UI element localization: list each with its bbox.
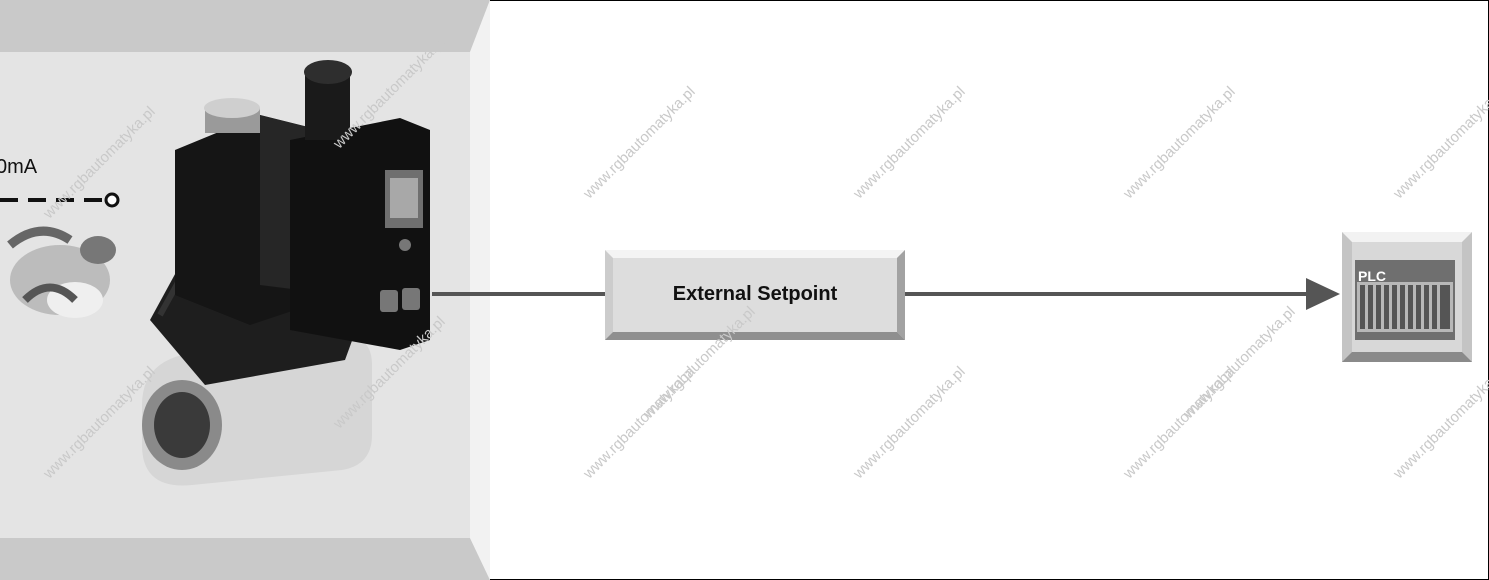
plc-label: PLC bbox=[1358, 268, 1386, 284]
setpoint-box-frame bbox=[605, 250, 905, 340]
external-setpoint-label: External Setpoint bbox=[672, 283, 838, 305]
arrow-right-icon bbox=[1306, 278, 1340, 310]
solenoid-valve-icon bbox=[142, 60, 430, 486]
analog-signal-label: 0mA bbox=[0, 156, 38, 178]
analog-signal-line bbox=[0, 192, 120, 208]
easy-link-logo-icon bbox=[7, 226, 116, 318]
plc-rack-icon bbox=[1342, 232, 1472, 362]
